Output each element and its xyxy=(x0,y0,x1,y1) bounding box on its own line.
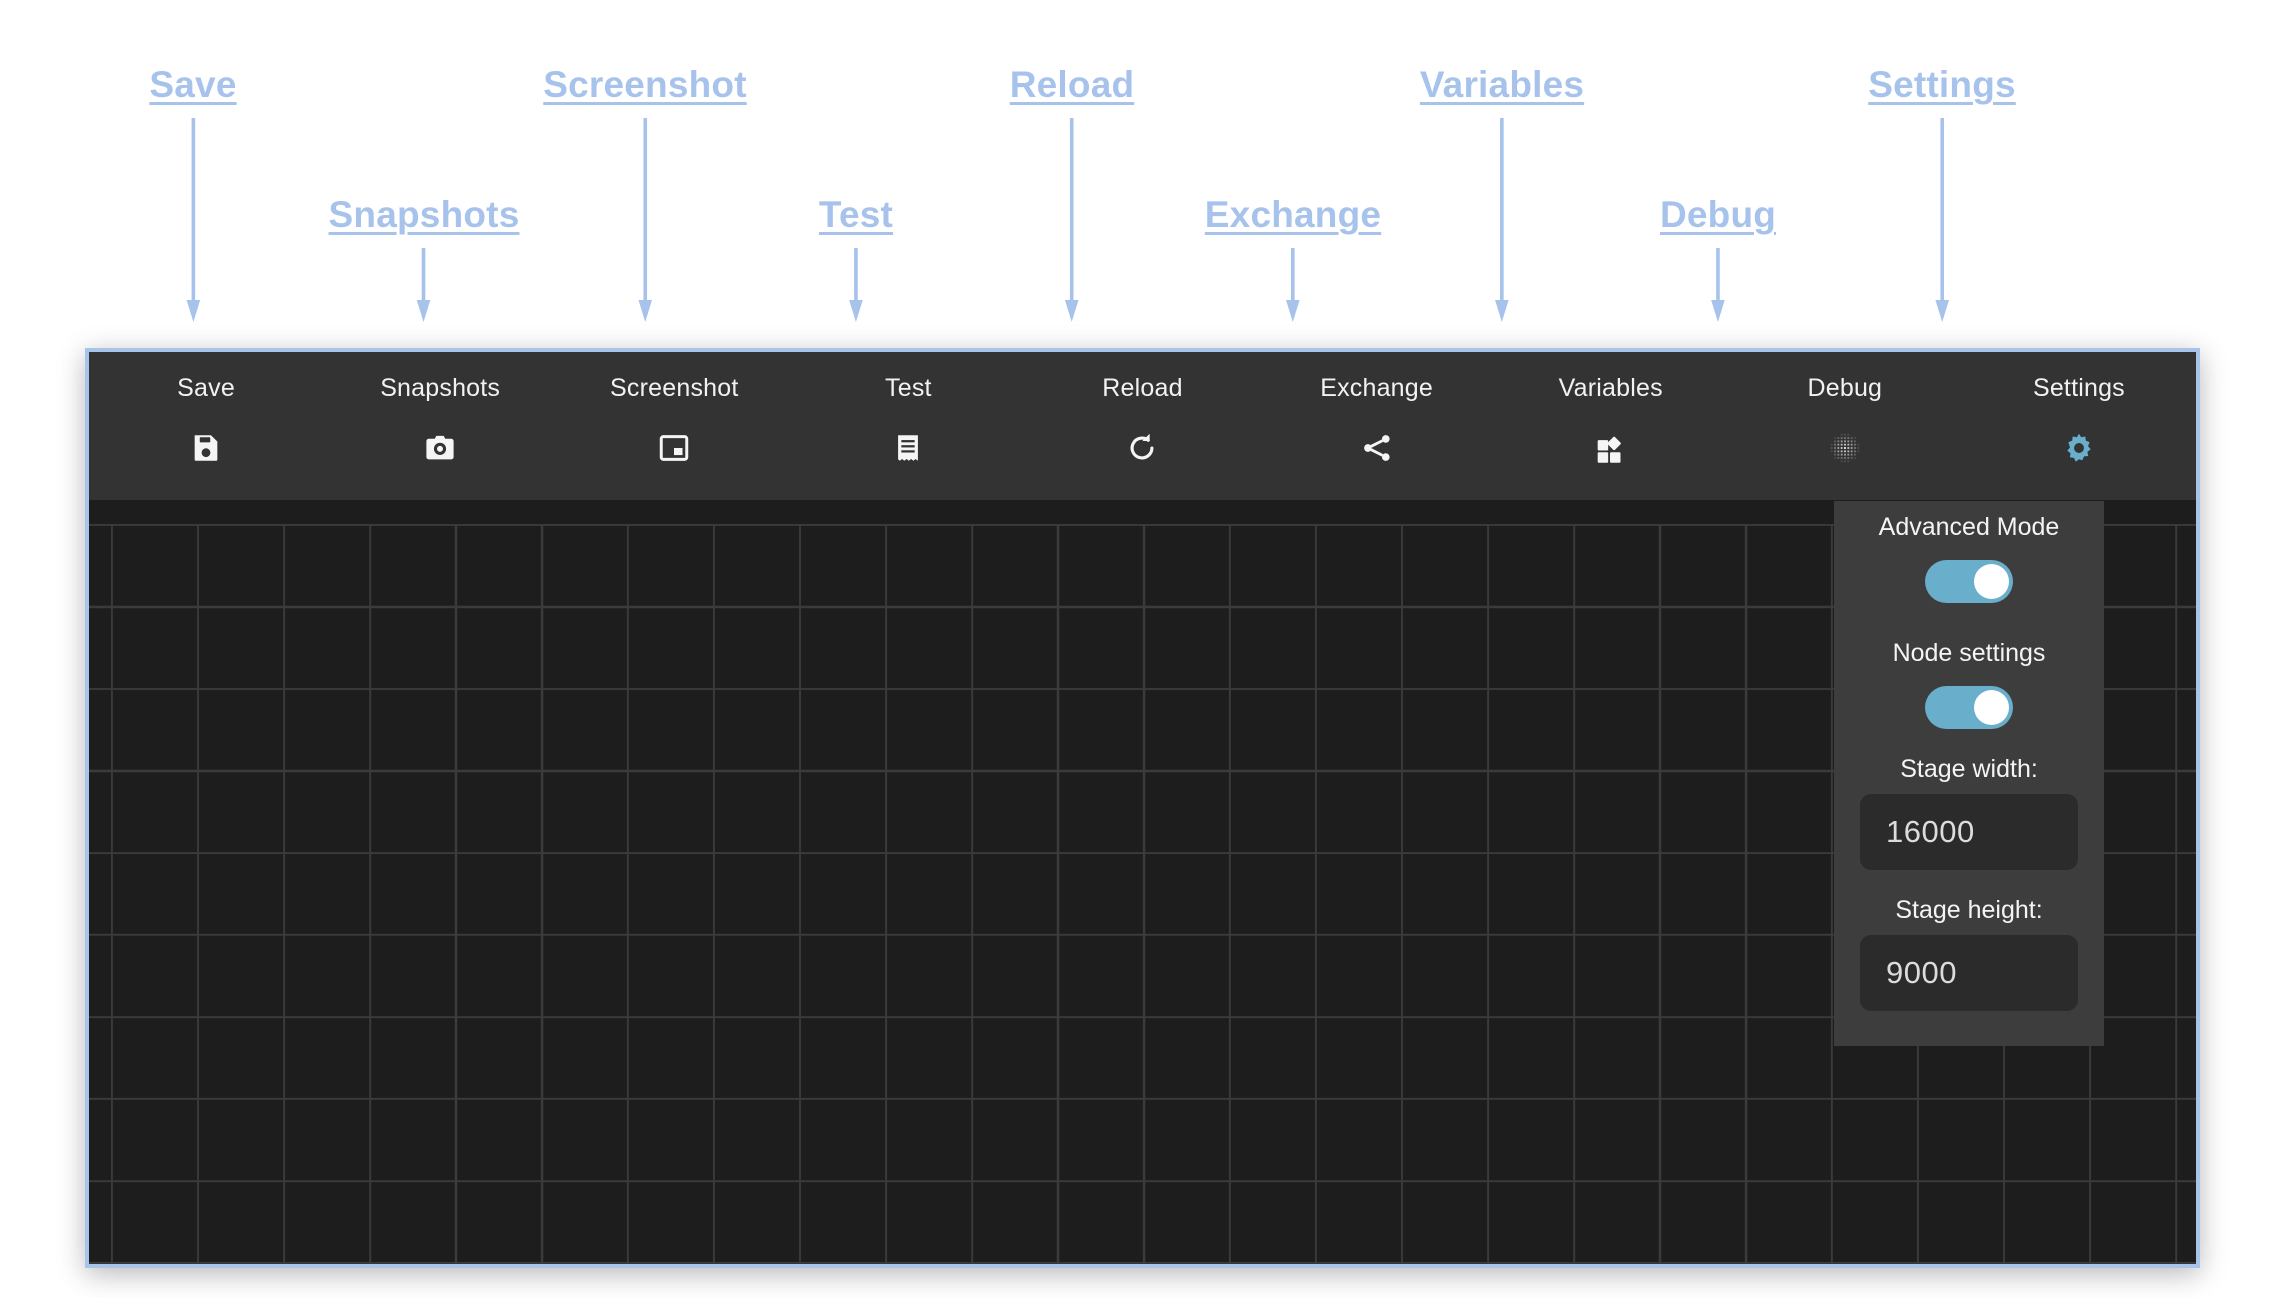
annotation-callout-test: Test xyxy=(818,194,894,322)
app-window: Save Snapshots Screenshot Test Reload Exchang… xyxy=(85,348,2200,1268)
camera-icon[interactable] xyxy=(423,431,457,465)
annotation-arrow-icon xyxy=(637,118,653,327)
annotation-arrow-icon xyxy=(1494,118,1510,327)
annotation-arrow-icon xyxy=(1064,118,1080,327)
annotation-callout-debug: Debug xyxy=(1659,194,1777,322)
stage-height-input[interactable]: 9000 xyxy=(1860,935,2078,1011)
annotation-callout-variables: Variables xyxy=(1419,64,1585,322)
annotation-callout-reload: Reload xyxy=(1009,64,1135,322)
toolbar-button-label: Test xyxy=(885,374,932,402)
annotation-label: Snapshots xyxy=(328,194,520,235)
stage-height-value: 9000 xyxy=(1886,955,1957,990)
advanced-mode-label: Advanced Mode xyxy=(1878,513,2060,541)
toolbar-button-save[interactable]: Save xyxy=(89,352,323,465)
annotation-label: Variables xyxy=(1419,64,1585,105)
gear-icon[interactable] xyxy=(2062,431,2096,465)
toolbar-button-reload[interactable]: Reload xyxy=(1025,352,1259,465)
annotation-arrow-icon xyxy=(1285,248,1301,327)
toolbar-button-variables[interactable]: Variables xyxy=(1494,352,1728,465)
annotation-arrow-icon xyxy=(1934,118,1950,327)
annotation-label: Reload xyxy=(1009,64,1135,105)
annotation-label: Screenshot xyxy=(543,64,747,105)
annotation-label: Exchange xyxy=(1204,194,1382,235)
annotation-callout-screenshot: Screenshot xyxy=(543,64,747,322)
stage-width-input[interactable]: 16000 xyxy=(1860,794,2078,870)
toolbar-button-exchange[interactable]: Exchange xyxy=(1260,352,1494,465)
stage-width-value: 16000 xyxy=(1886,814,1975,849)
receipt-list-icon[interactable] xyxy=(891,431,925,465)
editor-toolbar: Save Snapshots Screenshot Test Reload Exchang… xyxy=(89,352,2196,500)
toolbar-button-label: Variables xyxy=(1558,374,1663,402)
toolbar-button-label: Debug xyxy=(1807,374,1883,402)
annotation-label: Test xyxy=(818,194,894,235)
annotation-callout-settings: Settings xyxy=(1868,64,2016,322)
annotation-arrow-icon xyxy=(185,118,201,327)
annotation-label: Save xyxy=(149,64,237,105)
annotation-arrow-icon xyxy=(848,248,864,327)
refresh-icon[interactable] xyxy=(1125,431,1159,465)
stage-height-label: Stage height: xyxy=(1895,896,2043,924)
toolbar-button-label: Save xyxy=(177,374,235,402)
shapes-icon[interactable] xyxy=(1594,431,1628,465)
floppy-disk-icon[interactable] xyxy=(189,431,223,465)
annotation-callout-snapshots: Snapshots xyxy=(328,194,520,322)
advanced-mode-toggle[interactable] xyxy=(1925,560,2013,603)
stage-width-label: Stage width: xyxy=(1900,755,2038,783)
advanced-mode-toggle-knob xyxy=(1974,564,2009,599)
toolbar-button-snapshots[interactable]: Snapshots xyxy=(323,352,557,465)
annotation-callout-exchange: Exchange xyxy=(1204,194,1382,322)
annotation-label: Debug xyxy=(1659,194,1777,235)
dot-grid-icon[interactable] xyxy=(1828,431,1862,465)
toolbar-button-label: Screenshot xyxy=(610,374,739,402)
annotation-arrow-icon xyxy=(1710,248,1726,327)
toolbar-button-label: Settings xyxy=(2032,374,2125,402)
annotation-callout-save: Save xyxy=(149,64,237,322)
node-settings-toggle[interactable] xyxy=(1925,686,2013,729)
annotation-label: Settings xyxy=(1868,64,2016,105)
annotation-arrow-icon xyxy=(416,248,432,327)
pip-frame-icon[interactable] xyxy=(657,431,691,465)
settings-dropdown-panel: Advanced Mode Node settings Stage width:… xyxy=(1834,501,2104,1046)
toolbar-button-label: Exchange xyxy=(1320,374,1433,402)
toolbar-button-label: Snapshots xyxy=(380,374,501,402)
toolbar-button-settings[interactable]: Settings xyxy=(1962,352,2196,465)
node-settings-label: Node settings xyxy=(1892,639,2046,667)
toolbar-button-label: Reload xyxy=(1102,374,1183,402)
node-settings-toggle-knob xyxy=(1974,690,2009,725)
share-nodes-icon[interactable] xyxy=(1360,431,1394,465)
toolbar-button-debug[interactable]: Debug xyxy=(1728,352,1962,465)
toolbar-button-test[interactable]: Test xyxy=(791,352,1025,465)
toolbar-button-screenshot[interactable]: Screenshot xyxy=(557,352,791,465)
